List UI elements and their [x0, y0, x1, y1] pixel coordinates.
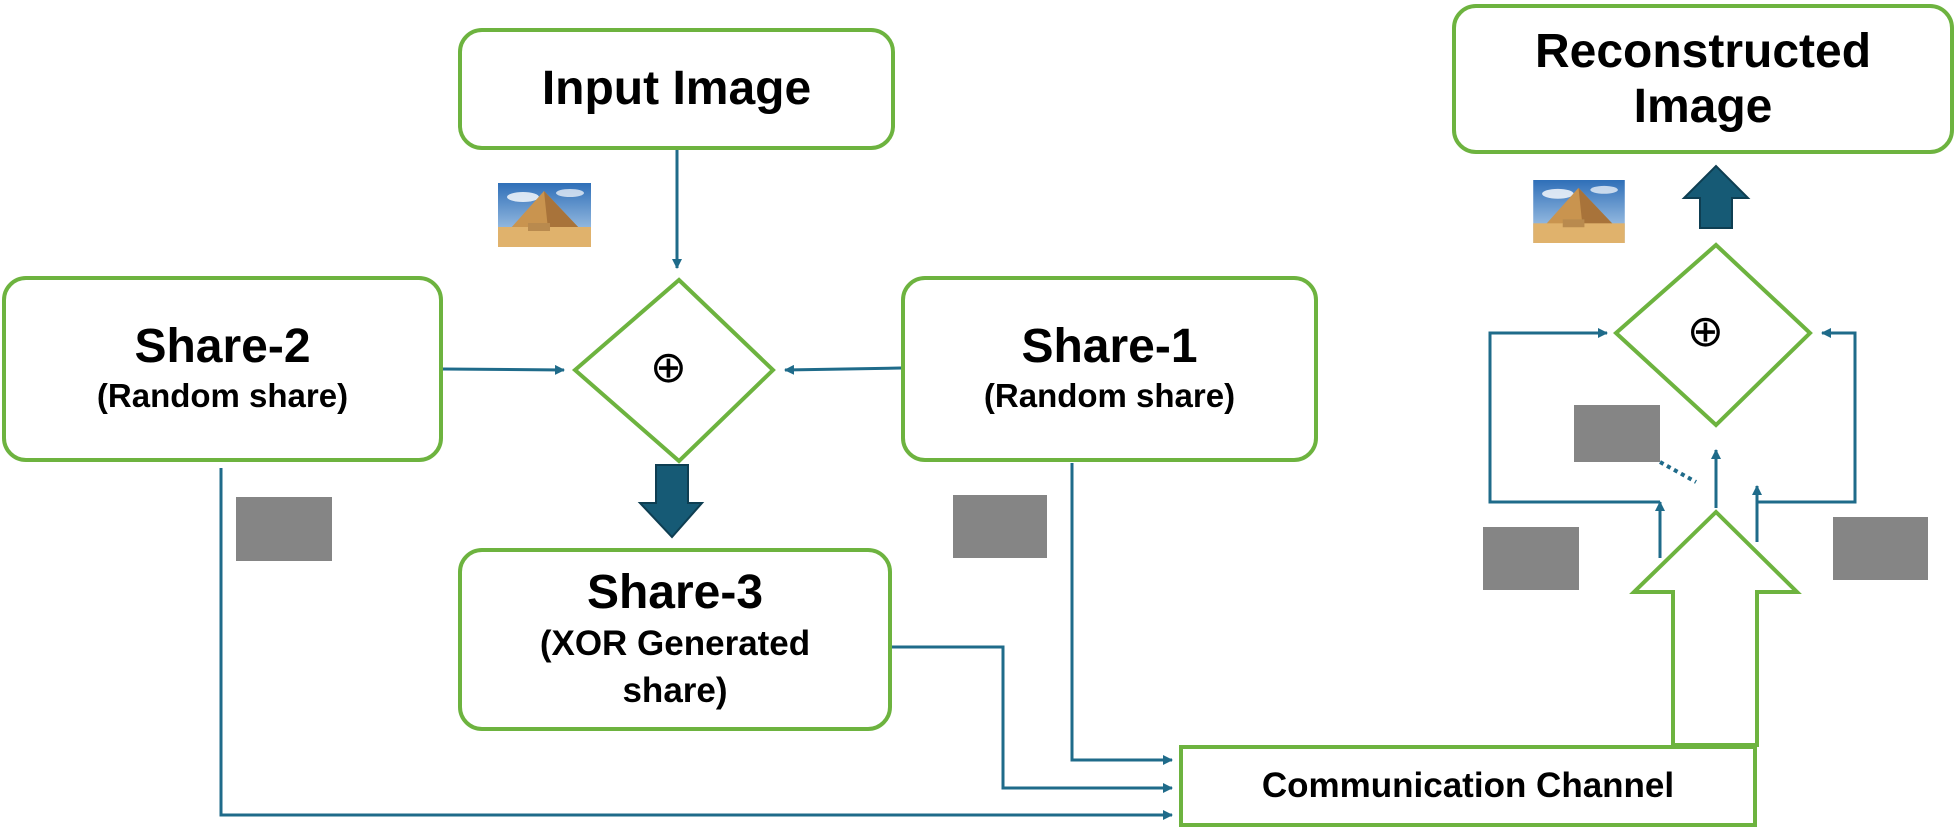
share3-subtitle-line1: (XOR Generated: [539, 623, 811, 663]
share1-title: Share-1: [1021, 320, 1198, 374]
arrow-share3-to-channel: [892, 645, 1173, 793]
dotted-connector: [1659, 460, 1697, 484]
share3-box: Share-3 (XOR Generated share): [458, 548, 892, 731]
block-arrow-to-reconstructed: [1681, 164, 1751, 229]
input-image-thumbnail: [498, 183, 591, 247]
share1-box: Share-1 (Random share): [901, 276, 1318, 462]
channel-up-arrow: [1629, 509, 1802, 747]
reconstructed-image-box: Reconstructed Image: [1452, 4, 1954, 154]
arrow-right-loop-to-xor: [1757, 328, 1857, 504]
share3-title: Share-3: [586, 565, 764, 619]
arrow-share1-to-channel: [1070, 463, 1173, 765]
communication-channel-label: Communication Channel: [1261, 766, 1675, 806]
xor-symbol-decoder: ⊕: [1687, 306, 1724, 357]
reconstructed-image-thumbnail: [1532, 180, 1626, 243]
decoder-preview-placeholder-top: [1574, 405, 1660, 462]
block-arrow-to-share3: [637, 464, 705, 539]
xor-symbol-encoder: ⊕: [650, 342, 687, 393]
decoder-preview-placeholder-right: [1833, 517, 1928, 580]
share2-title: Share-2: [134, 320, 311, 374]
xor-diamond-decoder: [1613, 242, 1813, 428]
decoder-preview-placeholder-left: [1483, 527, 1579, 590]
arrow-share2-to-xor: [442, 364, 565, 375]
share3-subtitle-line2: share): [622, 671, 728, 711]
arrow-share1-to-xor: [784, 364, 902, 375]
share1-subtitle: (Random share): [983, 377, 1236, 415]
input-image-box: Input Image: [458, 28, 895, 150]
communication-channel-box: Communication Channel: [1179, 745, 1757, 827]
share2-subtitle: (Random share): [96, 377, 349, 415]
share2-box: Share-2 (Random share): [2, 276, 443, 462]
input-image-label: Input Image: [541, 62, 812, 116]
reconstructed-line1: Reconstructed: [1534, 24, 1872, 78]
xor-diamond-encoder: [571, 277, 776, 464]
reconstructed-line2: Image: [1633, 80, 1773, 133]
arrow-share2-to-channel: [219, 468, 1173, 820]
share1-preview-placeholder: [953, 495, 1047, 558]
share2-preview-placeholder: [236, 497, 332, 561]
arrow-left-loop-to-xor: [1488, 328, 1660, 504]
